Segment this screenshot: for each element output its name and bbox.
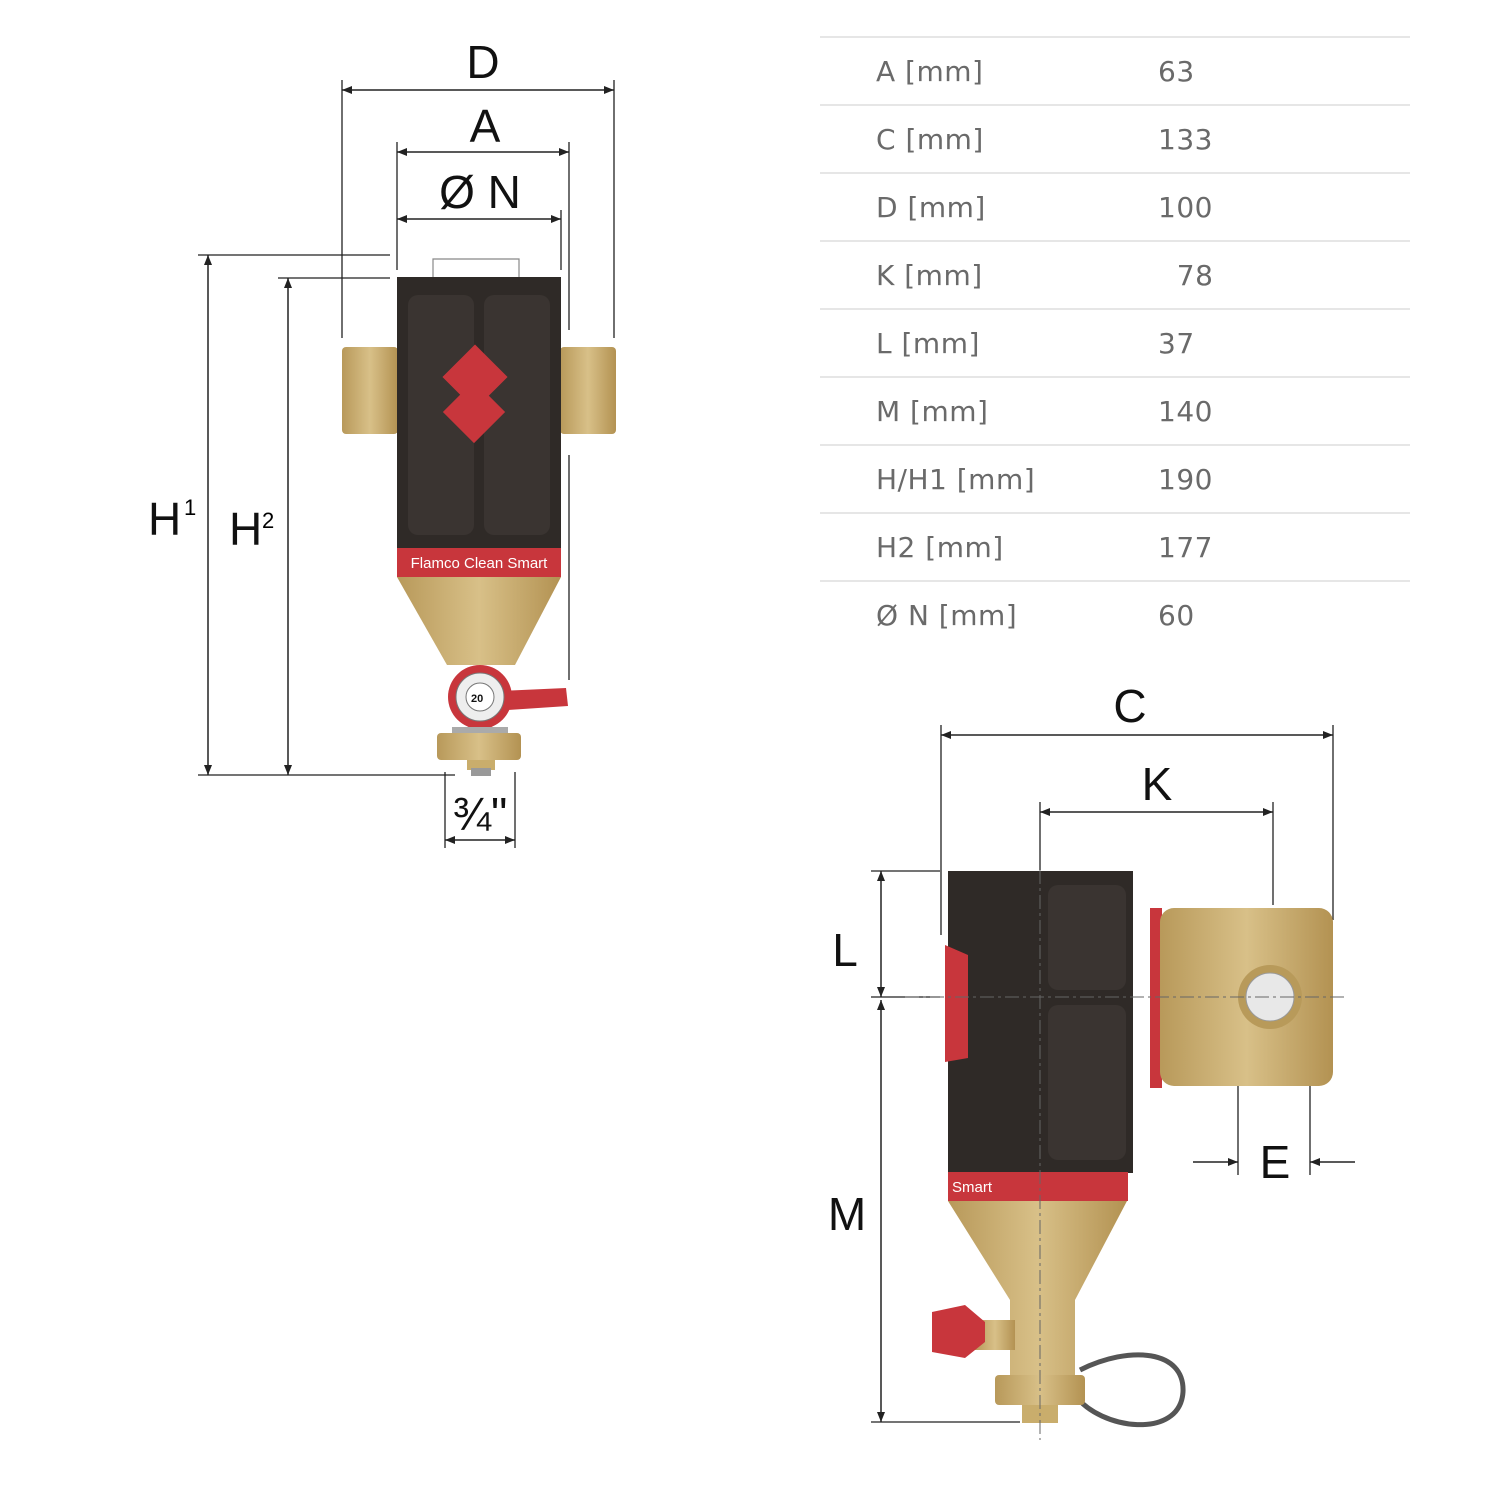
side-dimension-lines	[877, 731, 1355, 1422]
dim-label-h1: H	[148, 493, 181, 545]
row-label: D [mm]	[876, 191, 986, 224]
wire-loop	[1072, 1352, 1186, 1428]
right-fitting	[560, 347, 616, 434]
dim-label-h2-sup: 2	[262, 508, 274, 533]
left-fitting	[342, 347, 398, 434]
side-logo-cap	[945, 945, 968, 1062]
row-value: 60	[1158, 599, 1195, 632]
row-value: 78	[1158, 259, 1214, 292]
side-brand-band	[948, 1172, 1128, 1201]
brand-band-text: Flamco Clean Smart	[411, 555, 549, 572]
dim-label-m: M	[828, 1188, 866, 1240]
dim-label-h1-sup: 1	[184, 495, 196, 520]
dim-label-e: E	[1260, 1136, 1291, 1188]
table-row: M [mm] 140	[820, 376, 1410, 444]
front-view: Flamco Clean Smart 20 D A Ø N H 1 H 2 ¾"	[148, 36, 616, 848]
front-dimension-lines	[204, 86, 614, 844]
table-row: Ø N [mm] 60	[820, 580, 1410, 648]
brass-cone	[397, 577, 561, 665]
dimensions-table: A [mm] 63 C [mm] 133 D [mm] 100 K [mm] 78 L…	[820, 36, 1410, 648]
row-label: C [mm]	[876, 123, 984, 156]
table-row: L [mm] 37	[820, 308, 1410, 376]
side-view: Smart C K L M E	[828, 680, 1355, 1440]
dim-label-outlet: ¾"	[453, 788, 508, 840]
row-label: Ø N [mm]	[876, 599, 1018, 632]
table-row: D [mm] 100	[820, 172, 1410, 240]
dial-text: 20	[471, 693, 483, 705]
row-value: 190	[1158, 463, 1213, 496]
table-row: H/H1 [mm] 190	[820, 444, 1410, 512]
table-row: K [mm] 78	[820, 240, 1410, 308]
dim-label-d: D	[466, 36, 499, 88]
table-row: A [mm] 63	[820, 36, 1410, 104]
dim-label-n: Ø N	[439, 166, 521, 218]
row-label: L [mm]	[876, 327, 980, 360]
dim-label-h2: H	[229, 503, 262, 555]
row-label: H2 [mm]	[876, 531, 1004, 564]
flamco-logo	[442, 344, 508, 444]
side-band-text: Smart	[952, 1179, 993, 1196]
row-label: A [mm]	[876, 55, 984, 88]
table-row: H2 [mm] 177	[820, 512, 1410, 580]
row-value: 37	[1158, 327, 1195, 360]
dim-label-l: L	[832, 924, 858, 976]
side-valve-handle	[932, 1305, 985, 1358]
dim-label-a: A	[470, 100, 501, 152]
row-label: K [mm]	[876, 259, 983, 292]
brand-band	[397, 548, 561, 577]
row-value: 100	[1158, 191, 1213, 224]
row-value: 140	[1158, 395, 1213, 428]
row-label: H/H1 [mm]	[876, 463, 1036, 496]
dim-label-c: C	[1113, 680, 1146, 732]
row-value: 63	[1158, 55, 1195, 88]
row-value: 177	[1158, 531, 1213, 564]
table-row: C [mm] 133	[820, 104, 1410, 172]
row-value: 133	[1158, 123, 1213, 156]
row-label: M [mm]	[876, 395, 989, 428]
side-brass-cone	[948, 1201, 1127, 1375]
dim-label-k: K	[1142, 758, 1173, 810]
drain-nut	[437, 733, 521, 760]
front-extension-lines	[198, 80, 615, 848]
